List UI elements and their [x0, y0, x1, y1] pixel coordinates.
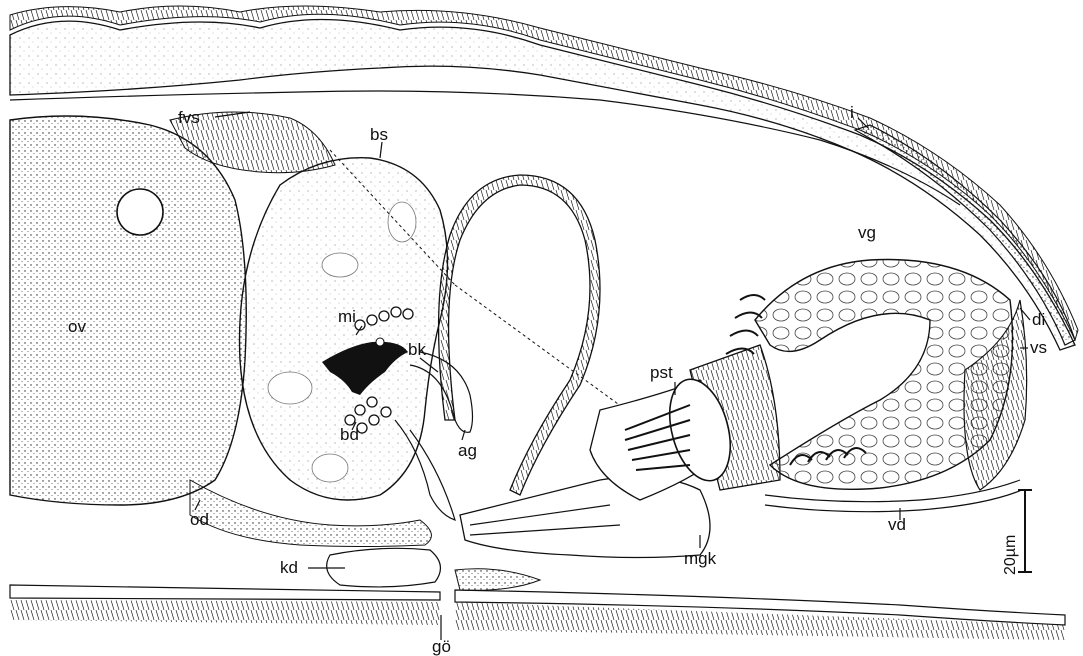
label-bs: bs — [370, 125, 388, 144]
label-pst: pst — [650, 363, 673, 382]
label-ag: ag — [458, 441, 477, 460]
ovary — [10, 116, 246, 505]
label-fvs: fvs — [178, 108, 200, 127]
scale-bar-label: 20µm — [1002, 535, 1019, 575]
label-i: i — [850, 103, 854, 122]
label-mgk: mgk — [684, 549, 717, 568]
label-vs: vs — [1030, 338, 1047, 357]
ovary-nucleus — [117, 189, 163, 235]
label-vg: vg — [858, 223, 876, 242]
label-mi: mi — [338, 307, 356, 326]
label-di: di — [1032, 310, 1045, 329]
label-bk: bk — [408, 340, 426, 359]
label-bd: bd — [340, 425, 359, 444]
label-ov: ov — [68, 317, 86, 336]
label-go: gö — [432, 637, 451, 656]
ventral-body-wall — [10, 569, 1065, 640]
scale-bar: 20µm — [1002, 490, 1032, 575]
label-vd: vd — [888, 515, 906, 534]
label-od: od — [190, 510, 209, 529]
label-kd: kd — [280, 558, 298, 577]
